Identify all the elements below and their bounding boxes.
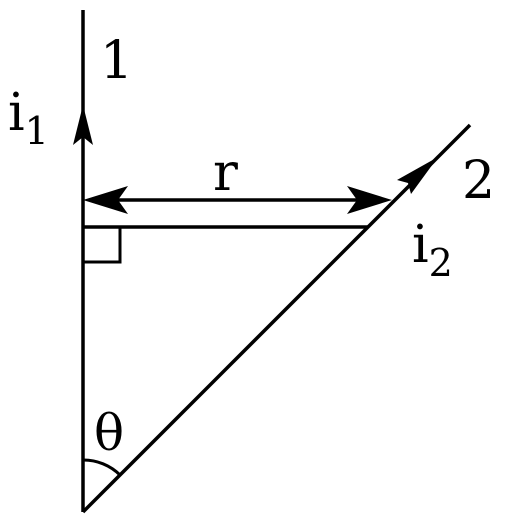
angle-label: θ <box>94 404 124 462</box>
distance-label: r <box>213 143 238 203</box>
current-1-arrow <box>73 105 93 145</box>
current-2-subscript: 2 <box>429 241 453 285</box>
right-angle-marker <box>83 227 122 264</box>
current-1-label: i1 <box>8 83 49 153</box>
current-1-symbol: i <box>8 83 25 143</box>
current-1-subscript: 1 <box>25 109 49 153</box>
wire-1-label: 1 <box>100 31 133 91</box>
wire-2 <box>81 123 472 514</box>
distance-arrow-left <box>83 186 128 214</box>
distance-arrow-right <box>347 186 392 214</box>
current-2-symbol: i <box>412 215 429 275</box>
angle-arc <box>82 458 122 477</box>
wire-2-label: 2 <box>462 151 495 211</box>
current-2-label: i2 <box>412 215 453 285</box>
current-2-arrow <box>397 157 438 194</box>
